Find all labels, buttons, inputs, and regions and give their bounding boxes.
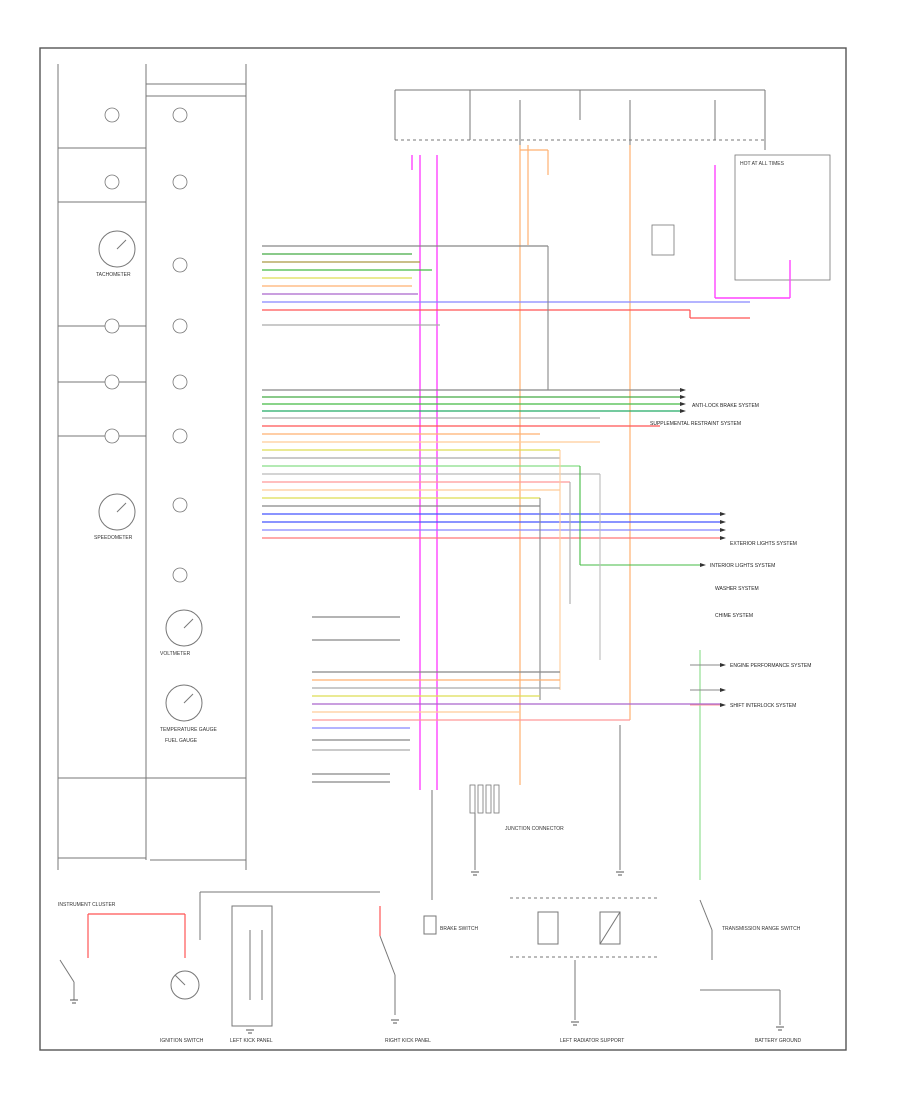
harness-middle [262,389,720,539]
label-grd-left-radiator: LEFT RADIATOR SUPPORT [560,1038,624,1044]
label-grd-right-kick: RIGHT KICK PANEL [385,1038,431,1044]
label-voltmeter: VOLTMETER [160,651,191,657]
cluster-gauges [98,230,203,722]
cluster-text: TACHOMETER SPEEDOMETER VOLTMETER TEMPERA… [58,272,218,908]
ignition-switch-box [231,905,273,1027]
cluster-lamps [104,107,188,583]
hot-at-all-times-box [734,154,831,281]
diagram-frame [39,47,847,1051]
label-instrument-cluster: INSTRUMENT CLUSTER [58,902,116,908]
magenta-wires [411,155,791,790]
harness-top [262,245,750,326]
center-verticals [431,725,621,900]
label-shift-interlock: SHIFT INTERLOCK SYSTEM [730,703,796,709]
top-bus [394,89,766,150]
label-junction: JUNCTION CONNECTOR [505,826,564,832]
label-temperature: TEMPERATURE GAUGE [160,727,218,733]
bottom-section [59,891,781,1027]
right-verticals [539,246,720,880]
label-washer: WASHER SYSTEM [715,586,759,592]
label-ignition: IGNITION SWITCH [160,1038,204,1044]
label-engine-performance: ENGINE PERFORMANCE SYSTEM [730,663,811,669]
junction-connector [469,784,500,814]
label-anti-lock: ANTI-LOCK BRAKE SYSTEM [692,403,759,409]
label-speedometer: SPEEDOMETER [94,535,133,541]
system-labels: ANTI-LOCK BRAKE SYSTEM SUPPLEMENTAL REST… [650,403,811,709]
label-fuel: FUEL GAUGE [165,738,198,744]
label-transmission-range: TRANSMISSION RANGE SWITCH [722,926,801,932]
bottom-labels: IGNITION SWITCH LEFT KICK PANEL RIGHT KI… [160,926,802,1044]
label-grd-left-kick: LEFT KICK PANEL [230,1038,273,1044]
label-grd-battery: BATTERY GROUND [755,1038,802,1044]
label-brake-switch: BRAKE SWITCH [440,926,478,932]
label-tachometer: TACHOMETER [96,272,131,278]
label-interior-lights: INTERIOR LIGHTS SYSTEM [710,563,775,569]
orange-wires [519,145,631,785]
system-arrows [680,388,726,707]
label-exterior-lights: EXTERIOR LIGHTS SYSTEM [730,541,797,547]
lower-connector-wires [312,616,720,783]
instrument-cluster [57,64,247,870]
label-hot-at-all-times: HOT AT ALL TIMES [740,161,785,167]
label-chime: CHIME SYSTEM [715,613,753,619]
label-supplemental: SUPPLEMENTAL RESTRAINT SYSTEM [650,421,741,427]
fuse-relay-box [651,224,675,256]
ground-symbols [70,871,784,1034]
